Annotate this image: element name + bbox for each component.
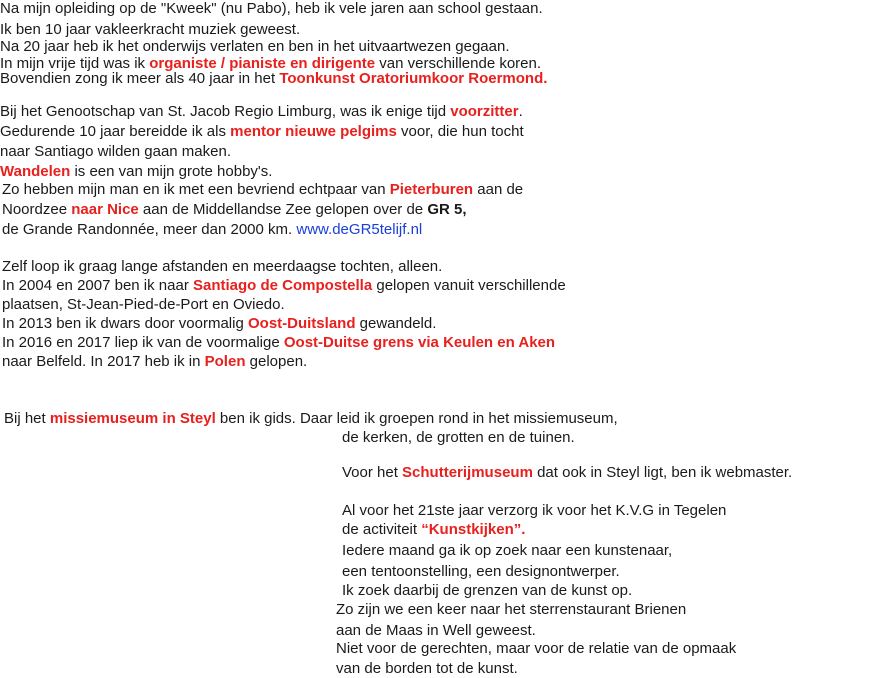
text-segment: Ik ben 10 jaar vakleerkracht muziek gewe…: [0, 21, 301, 38]
text-segment: aan de Middellandse Zee gelopen over de: [138, 201, 428, 218]
text-line: Gedurende 10 jaar bereidde ik als mentor…: [0, 123, 524, 141]
website-link[interactable]: www.deGR5telijf.nl: [296, 221, 423, 238]
text-line: Na 20 jaar heb ik het onderwijs verlaten…: [0, 38, 510, 56]
text-segment: Voor het: [342, 464, 403, 481]
text-segment: dat ook in Steyl ligt, ben ik webmaster.: [532, 464, 793, 481]
text-segment: GR 5,: [427, 201, 467, 218]
text-segment: naar Belfeld. In 2017 heb ik in: [2, 353, 205, 370]
text-segment: Bovendien zong ik meer als 40 jaar in he…: [0, 70, 280, 87]
text-line: Bovendien zong ik meer als 40 jaar in he…: [0, 70, 547, 88]
text-segment: In mijn vrije tijd was ik: [0, 55, 150, 72]
text-line: Bij het missiemuseum in Steyl ben ik gid…: [4, 410, 618, 428]
text-segment: aan de: [473, 181, 524, 198]
text-segment: gelopen.: [245, 353, 308, 370]
text-line: Na mijn opleiding op de "Kweek" (nu Pabo…: [0, 0, 543, 18]
text-segment: aan de Maas in Well geweest.: [336, 622, 536, 639]
text-segment: Na mijn opleiding op de "Kweek" (nu Pabo…: [0, 0, 543, 17]
text-segment: Zelf loop ik graag lange afstanden en me…: [2, 258, 443, 275]
text-segment: Al voor het 21ste jaar verzorg ik voor h…: [342, 502, 727, 519]
text-segment: In 2013 ben ik dwars door voormalig: [2, 315, 248, 332]
text-line: de Grande Randonnée, meer dan 2000 km. w…: [2, 221, 422, 239]
text-line: Ik zoek daarbij de grenzen van de kunst …: [342, 582, 632, 600]
text-segment: naar Santiago wilden gaan maken.: [0, 143, 231, 160]
text-line: In 2004 en 2007 ben ik naar Santiago de …: [2, 277, 566, 295]
highlighted-text: mentor nieuwe pelgims: [230, 123, 397, 140]
text-line: plaatsen, St-Jean-Pied-de-Port en Oviedo…: [2, 296, 285, 314]
text-line: een tentoonstelling, een designontwerper…: [342, 563, 620, 581]
text-segment: is een van mijn grote hobby's.: [70, 163, 273, 180]
text-line: Zo zijn we een keer naar het sterrenstau…: [336, 601, 686, 619]
highlighted-text: Polen: [204, 353, 246, 370]
text-segment: In 2016 en 2017 liep ik van de voormalig…: [2, 334, 284, 351]
highlighted-text: Pieterburen: [389, 181, 474, 198]
text-line: In mijn vrije tijd was ik organiste / pi…: [0, 55, 541, 73]
text-segment: Zo hebben mijn man en ik met een bevrien…: [2, 181, 390, 198]
highlighted-text: missiemuseum in Steyl: [49, 410, 216, 427]
text-segment: Bij het Genootschap van St. Jacob Regio …: [0, 103, 451, 120]
highlighted-text: organiste / pianiste en dirigente: [149, 55, 376, 72]
text-line: Iedere maand ga ik op zoek naar een kuns…: [342, 542, 672, 560]
text-segment: een tentoonstelling, een designontwerper…: [342, 563, 620, 580]
text-line: Niet voor de gerechten, maar voor de rel…: [336, 640, 736, 658]
text-line: Zo hebben mijn man en ik met een bevrien…: [2, 181, 523, 199]
text-line: Bij het Genootschap van St. Jacob Regio …: [0, 103, 523, 121]
text-segment: Zo zijn we een keer naar het sterrenstau…: [336, 601, 687, 618]
text-segment: Iedere maand ga ik op zoek naar een kuns…: [342, 542, 673, 559]
highlighted-text: Toonkunst Oratoriumkoor Roermond.: [279, 70, 548, 87]
text-segment: plaatsen, St-Jean-Pied-de-Port en Oviedo…: [2, 296, 285, 313]
highlighted-text: voorzitter: [450, 103, 519, 120]
text-line: In 2016 en 2017 liep ik van de voormalig…: [2, 334, 555, 352]
text-line: Zelf loop ik graag lange afstanden en me…: [2, 258, 442, 276]
text-line: Ik ben 10 jaar vakleerkracht muziek gewe…: [0, 21, 300, 39]
text-segment: gelopen vanuit verschillende: [372, 277, 566, 294]
text-segment: In 2004 en 2007 ben ik naar: [2, 277, 193, 294]
text-line: de kerken, de grotten en de tuinen.: [342, 429, 575, 447]
text-segment: voor, die hun tocht: [396, 123, 524, 140]
text-line: Noordzee naar Nice aan de Middellandse Z…: [2, 201, 467, 219]
highlighted-text: Santiago de Compostella: [193, 277, 373, 294]
highlighted-text: “Kunstkijken”.: [421, 521, 526, 538]
text-line: aan de Maas in Well geweest.: [336, 622, 536, 640]
text-segment: .: [518, 103, 523, 120]
text-segment: Gedurende 10 jaar bereidde ik als: [0, 123, 231, 140]
highlighted-text: Oost-Duitsland: [247, 315, 356, 332]
text-line: naar Santiago wilden gaan maken.: [0, 143, 231, 161]
text-segment: Niet voor de gerechten, maar voor de rel…: [336, 640, 737, 657]
text-line: In 2013 ben ik dwars door voormalig Oost…: [2, 315, 436, 333]
text-line: van de borden tot de kunst.: [336, 660, 518, 678]
text-segment: van de borden tot de kunst.: [336, 660, 518, 677]
highlighted-text: naar Nice: [71, 201, 139, 218]
text-segment: de kerken, de grotten en de tuinen.: [342, 429, 575, 446]
text-line: Voor het Schutterijmuseum dat ook in Ste…: [342, 464, 792, 482]
text-segment: ben ik gids. Daar leid ik groepen rond i…: [215, 410, 618, 427]
highlighted-text: Oost-Duitse grens via Keulen en Aken: [283, 334, 556, 351]
text-segment: Na 20 jaar heb ik het onderwijs verlaten…: [0, 38, 510, 55]
text-segment: Noordzee: [2, 201, 72, 218]
text-line: Al voor het 21ste jaar verzorg ik voor h…: [342, 502, 726, 520]
text-line: de activiteit “Kunstkijken”.: [342, 521, 525, 539]
text-segment: van verschillende koren.: [375, 55, 542, 72]
text-segment: gewandeld.: [355, 315, 437, 332]
text-segment: de activiteit: [342, 521, 422, 538]
text-segment: Ik zoek daarbij de grenzen van de kunst …: [342, 582, 633, 599]
highlighted-text: Wandelen: [0, 163, 71, 180]
text-line: Wandelen is een van mijn grote hobby's.: [0, 163, 272, 181]
text-segment: Bij het: [4, 410, 50, 427]
highlighted-text: Schutterijmuseum: [402, 464, 533, 481]
text-line: naar Belfeld. In 2017 heb ik in Polen ge…: [2, 353, 307, 371]
text-segment: de Grande Randonnée, meer dan 2000 km.: [2, 221, 297, 238]
